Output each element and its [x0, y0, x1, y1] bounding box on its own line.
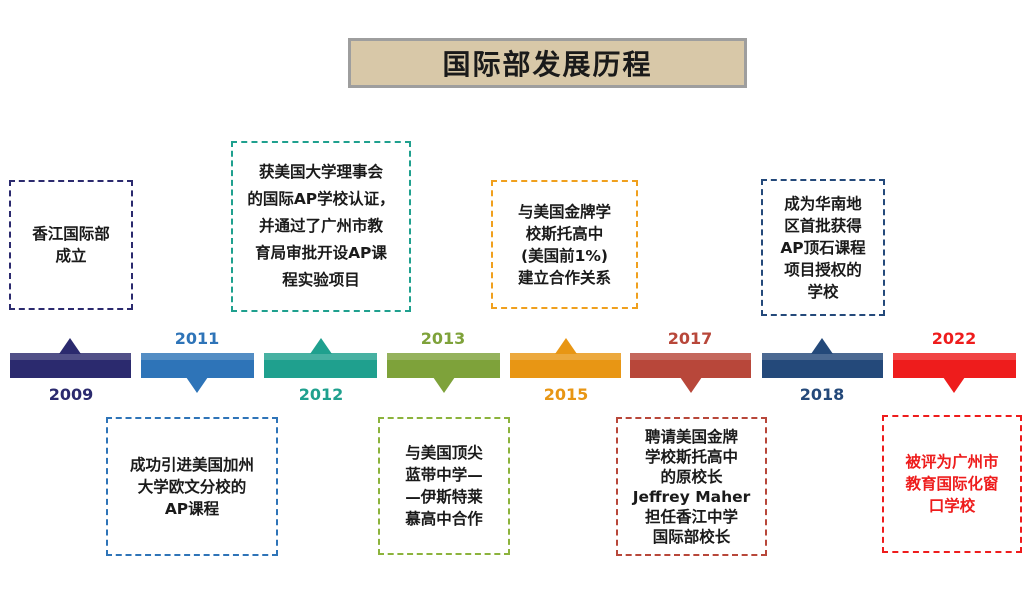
year-label-2009: 2009: [48, 385, 94, 404]
event-box-2013: 与美国顶尖 蓝带中学— —伊斯特莱 慕高中合作: [378, 417, 510, 555]
timeline-segment-2009: [10, 353, 131, 378]
timeline-segment-2022: [893, 353, 1016, 378]
pointer-up-2012: [310, 338, 332, 354]
event-text-2013: 与美国顶尖 蓝带中学— —伊斯特莱 慕高中合作: [405, 444, 483, 528]
event-box-2012: 获美国大学理事会 的国际AP学校认证， 并通过了广州市教 育局审批开设AP课 程…: [231, 141, 411, 312]
timeline-segment-2012: [264, 353, 377, 378]
event-box-2022: 被评为广州市 教育国际化窗 口学校: [882, 415, 1022, 553]
event-text-2022: 被评为广州市 教育国际化窗 口学校: [905, 453, 999, 515]
event-box-2015: 与美国金牌学 校斯托高中 (美国前1%) 建立合作关系: [491, 180, 638, 309]
event-box-2011: 成功引进美国加州 大学欧文分校的 AP课程: [106, 417, 278, 556]
event-text-2017: 聘请美国金牌 学校斯托高中 的原校长 Jeffrey Maher 担任香江中学 …: [632, 427, 751, 546]
pointer-up-2018: [811, 338, 833, 354]
year-label-2018: 2018: [799, 385, 845, 404]
year-label-2012: 2012: [298, 385, 344, 404]
pointer-down-2013: [433, 377, 455, 393]
pointer-up-2015: [555, 338, 577, 354]
year-label-2017: 2017: [667, 329, 713, 348]
timeline-segment-2015: [510, 353, 621, 378]
timeline-segment-2011: [141, 353, 254, 378]
timeline-segment-2013: [387, 353, 500, 378]
timeline-segment-2017: [630, 353, 751, 378]
pointer-up-2009: [59, 338, 81, 354]
year-label-2022: 2022: [931, 329, 977, 348]
year-label-2011: 2011: [174, 329, 220, 348]
event-text-2015: 与美国金牌学 校斯托高中 (美国前1%) 建立合作关系: [517, 202, 611, 287]
event-text-2009: 香江国际部 成立: [32, 225, 110, 265]
event-text-2011: 成功引进美国加州 大学欧文分校的 AP课程: [129, 455, 254, 518]
event-text-2012: 获美国大学理事会 的国际AP学校认证， 并通过了广州市教 育局审批开设AP课 程…: [247, 163, 395, 289]
event-box-2009: 香江国际部 成立: [9, 180, 133, 310]
pointer-down-2017: [680, 377, 702, 393]
event-box-2018: 成为华南地 区首批获得 AP顶石课程 项目授权的 学校: [761, 179, 885, 316]
year-label-2013: 2013: [420, 329, 466, 348]
pointer-down-2022: [943, 377, 965, 393]
event-text-2018: 成为华南地 区首批获得 AP顶石课程 项目授权的 学校: [780, 194, 866, 301]
event-box-2017: 聘请美国金牌 学校斯托高中 的原校长 Jeffrey Maher 担任香江中学 …: [616, 417, 767, 556]
pointer-down-2011: [186, 377, 208, 393]
timeline-segment-2018: [762, 353, 883, 378]
year-label-2015: 2015: [543, 385, 589, 404]
page-title: 国际部发展历程: [348, 38, 747, 88]
